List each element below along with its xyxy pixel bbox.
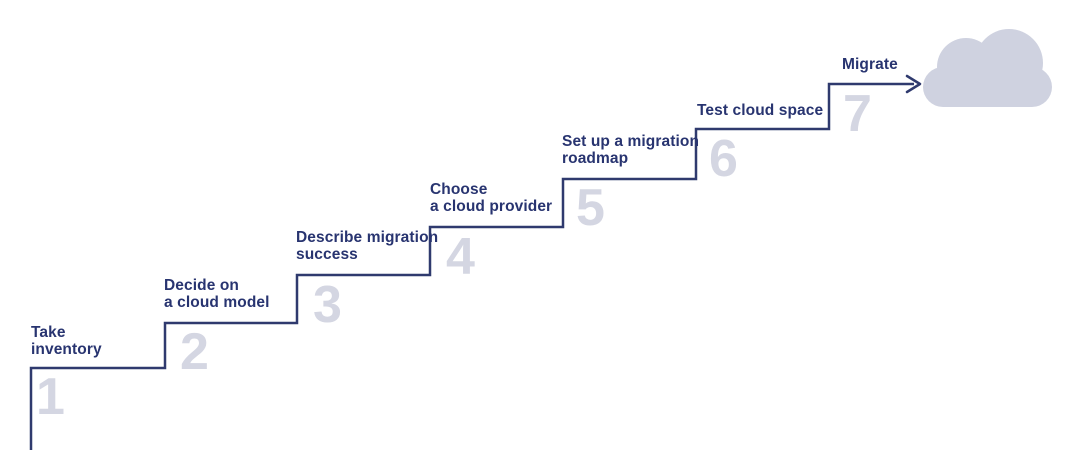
step-label-line: Choose	[430, 181, 488, 198]
step-number-1: 1	[36, 368, 65, 426]
step-label-line: a cloud model	[164, 294, 270, 311]
step-label-line: success	[296, 246, 358, 263]
step-label-5: Set up a migration roadmap	[562, 133, 699, 167]
cloud-icon	[923, 29, 1052, 107]
step-label-7: Migrate	[842, 56, 898, 73]
step-label-line: Migrate	[842, 56, 898, 73]
step-number-4: 4	[446, 228, 475, 286]
step-label-4: Choose a cloud provider	[430, 181, 552, 215]
step-number-3: 3	[313, 276, 342, 334]
step-number-2: 2	[180, 323, 209, 381]
step-label-2: Decide on a cloud model	[164, 277, 270, 311]
step-label-line: Test cloud space	[697, 102, 824, 119]
step-number-7: 7	[843, 85, 872, 143]
step-number-5: 5	[576, 179, 605, 237]
step-label-line: roadmap	[562, 150, 629, 167]
staircase-line	[29, 82, 914, 450]
step-label-line: Set up a migration	[562, 133, 700, 150]
step-label-1: Take inventory	[31, 324, 102, 358]
step-label-line: Take	[31, 324, 66, 341]
step-label-line: a cloud provider	[430, 198, 553, 215]
step-label-line: inventory	[31, 341, 102, 358]
step-label-line: Decide on	[164, 277, 239, 294]
step-label-line: Describe migration	[296, 229, 439, 246]
step-label-6: Test cloud space	[697, 102, 823, 119]
step-label-3: Describe migration success	[296, 229, 438, 263]
step-number-6: 6	[709, 130, 738, 188]
arrow-right-icon	[905, 74, 922, 94]
